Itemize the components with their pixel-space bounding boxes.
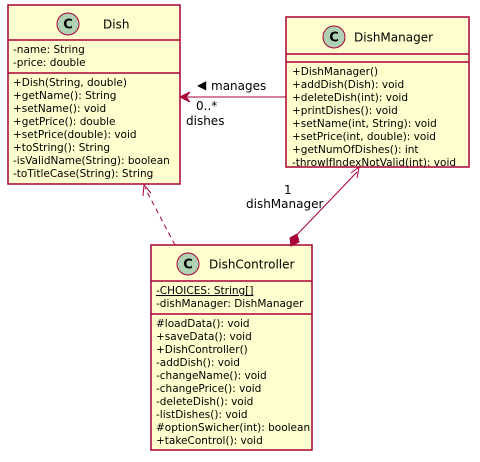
class-dish-method: +getName(): String bbox=[13, 90, 116, 102]
class-dish-method: +setPrice(double): void bbox=[13, 129, 137, 141]
class-dish-controller-method: +saveData(): void bbox=[156, 331, 252, 343]
class-badge-icon bbox=[56, 12, 80, 36]
class-dish-controller-method: -changeName(): void bbox=[156, 370, 267, 382]
class-dish-controller: C DishController -CHOICES: String[] -dis… bbox=[150, 244, 313, 451]
edge-manages-direction-glyph: ◀ bbox=[197, 78, 207, 92]
class-badge-letter: C bbox=[63, 18, 73, 33]
class-dish-controller-field: -dishManager: DishManager bbox=[156, 298, 304, 310]
class-dish-controller-method: -listDishes(): void bbox=[156, 409, 248, 421]
class-dish-manager-name: DishManager bbox=[354, 31, 433, 45]
class-dish-manager-method: +addDish(Dish): void bbox=[292, 79, 404, 91]
class-dish-controller-method: #loadData(): void bbox=[156, 318, 250, 330]
class-dish-method: -toTitleCase(String): String bbox=[13, 168, 153, 180]
edge-manages-role: dishes bbox=[186, 114, 224, 128]
edge-composition: 1 dishManager bbox=[246, 165, 360, 247]
edge-dependency-arrowhead bbox=[142, 183, 152, 197]
class-dish-controller-method: -changePrice(): void bbox=[156, 383, 261, 395]
edge-composition-diamond bbox=[289, 233, 300, 247]
class-dish-manager-method: -throwIfIndexNotValid(int): void bbox=[292, 157, 456, 169]
class-dish-method: +Dish(String, double) bbox=[13, 77, 127, 89]
edge-composition-role: dishManager bbox=[246, 197, 323, 211]
edge-composition-arrowhead bbox=[350, 165, 360, 179]
class-dish-controller-box bbox=[150, 244, 313, 451]
class-dish-field: -name: String bbox=[13, 44, 85, 56]
class-dish-name: Dish bbox=[103, 18, 129, 32]
class-dish-manager-method: +setName(int, String): void bbox=[292, 118, 437, 130]
class-badge-letter: C bbox=[329, 31, 339, 46]
edge-manages-label: manages bbox=[211, 79, 266, 93]
class-dish-controller-method: +takeControl(): void bbox=[156, 435, 263, 447]
edge-manages: ◀ manages 0..* dishes bbox=[178, 78, 286, 128]
class-dish-manager-method: +printDishes(): void bbox=[292, 105, 398, 117]
class-dish-method: -isValidName(String): boolean bbox=[13, 155, 170, 167]
class-badge-icon bbox=[322, 25, 346, 49]
class-badge-letter: C bbox=[183, 258, 193, 273]
class-dish-controller-name: DishController bbox=[209, 258, 295, 272]
edge-dependency-line bbox=[144, 187, 176, 246]
class-dish-manager: C DishManager +DishManager() +addDish(Di… bbox=[285, 16, 470, 169]
class-dish-manager-box bbox=[285, 16, 470, 168]
edge-manages-multiplicity: 0..* bbox=[196, 99, 217, 113]
class-dish-controller-method: +DishController() bbox=[156, 344, 248, 356]
class-dish-manager-method: +DishManager() bbox=[292, 66, 378, 78]
edge-composition-multiplicity: 1 bbox=[284, 183, 292, 197]
class-dish-method: +toString(): String bbox=[13, 142, 110, 154]
edge-manages-arrowhead bbox=[178, 91, 191, 103]
class-badge-icon bbox=[176, 252, 200, 276]
class-dish-controller-method: -deleteDish(): void bbox=[156, 396, 253, 408]
class-dish-manager-method: +getNumOfDishes(): int bbox=[292, 144, 419, 156]
edge-composition-line bbox=[291, 171, 358, 241]
class-dish-box bbox=[7, 4, 181, 185]
edge-dependency bbox=[142, 183, 176, 246]
class-dish-manager-method: +deleteDish(int): void bbox=[292, 92, 408, 104]
class-dish-field: -price: double bbox=[13, 57, 86, 69]
class-dish-controller-method: -addDish(): void bbox=[156, 357, 240, 369]
class-dish-manager-method: +setPrice(int, double): void bbox=[292, 131, 436, 143]
class-dish-method: +getPrice(): double bbox=[13, 116, 116, 128]
class-dish-controller-field: -CHOICES: String[] bbox=[156, 285, 253, 297]
class-dish-controller-method: #optionSwicher(int): boolean bbox=[156, 422, 310, 434]
class-dish-method: +setName(): void bbox=[13, 103, 106, 115]
class-dish: C Dish -name: String -price: double +Dis… bbox=[7, 4, 181, 185]
